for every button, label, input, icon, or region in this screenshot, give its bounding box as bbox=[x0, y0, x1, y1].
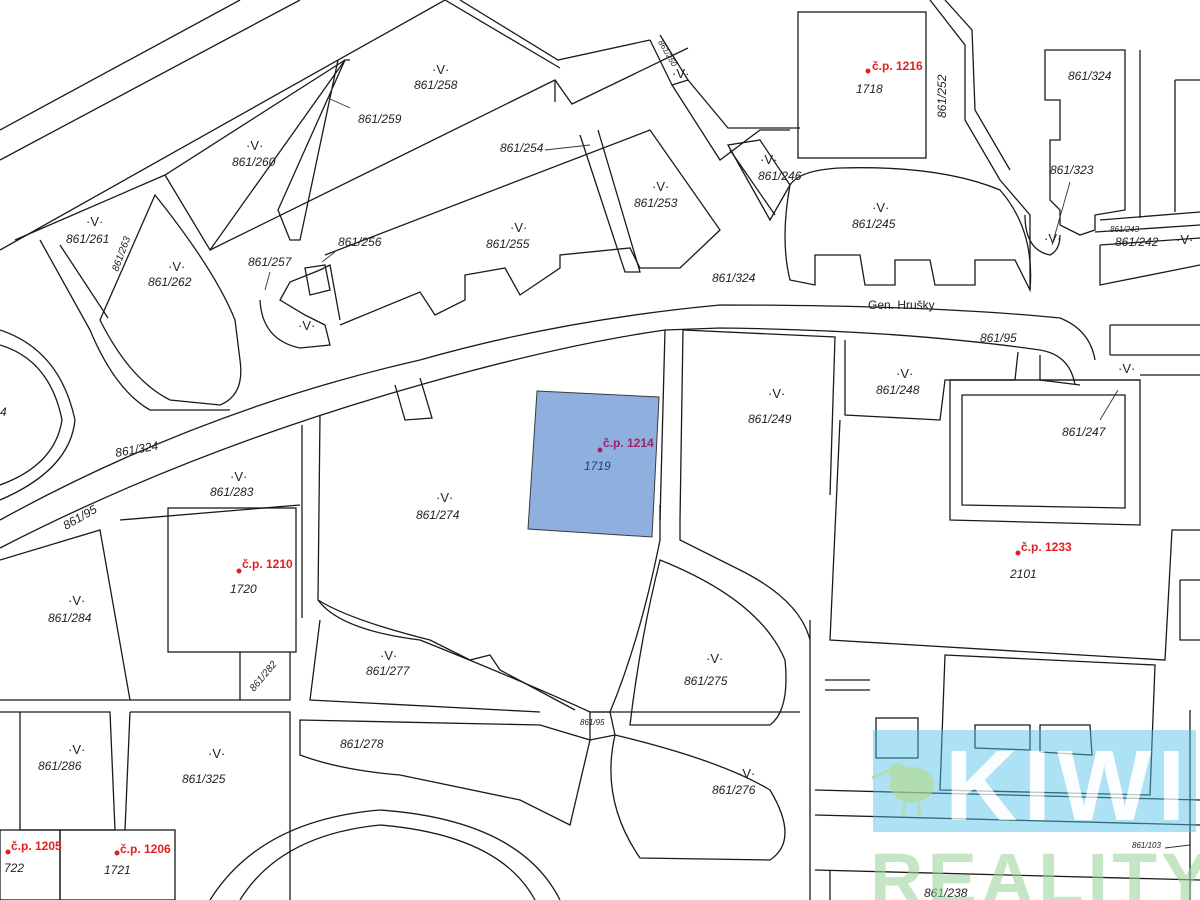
v-mark-p284: ·V· bbox=[68, 593, 85, 608]
v-mark-extra-3: ·V· bbox=[672, 66, 689, 81]
v-mark-extra-2: ·V· bbox=[1118, 361, 1135, 376]
parcel-lines-center bbox=[0, 329, 1200, 900]
building-cp-b1216: č.p. 1216 bbox=[872, 59, 923, 73]
building-number-b1206: 1721 bbox=[104, 863, 131, 877]
building-cp-b1233: č.p. 1233 bbox=[1021, 540, 1072, 554]
parcel-label-p278: 861/278 bbox=[340, 737, 384, 751]
v-marks: ·V· ·V· ·V· ·V· ·V· ·V· ·V· ·V· ·V· ·V· ·V· ·V· ·V· ·… bbox=[68, 62, 1193, 781]
v-mark-p276: ·V· bbox=[738, 766, 755, 781]
highlighted-building-1719[interactable] bbox=[527, 390, 660, 538]
main-road bbox=[0, 304, 1200, 549]
parcel-label-p324b: 861/324 bbox=[712, 271, 756, 285]
v-mark-p261: ·V· bbox=[86, 214, 103, 229]
building-dot-b1216 bbox=[865, 68, 871, 74]
parcel-label-p252: 861/252 bbox=[935, 74, 949, 118]
parcel-label-p242: 861/242 bbox=[1115, 235, 1159, 249]
parcel-label-p249: 861/249 bbox=[748, 412, 792, 426]
parcel-label-p258: 861/258 bbox=[414, 78, 458, 92]
v-mark-p277: ·V· bbox=[380, 648, 397, 663]
parcel-label-p247: 861/247 bbox=[1062, 425, 1107, 439]
v-mark-p283: ·V· bbox=[230, 469, 247, 484]
parcel-label-p95a: 861/95 bbox=[980, 331, 1017, 345]
parcel-label-p256: 861/256 bbox=[338, 235, 382, 249]
parcel-label-p277: 861/277 bbox=[366, 664, 411, 678]
leader-arrows bbox=[264, 97, 1191, 849]
building-cp-b1210: č.p. 1210 bbox=[242, 557, 293, 571]
v-mark-p255: ·V· bbox=[510, 220, 527, 235]
building-number-b1216: 1718 bbox=[856, 82, 883, 96]
watermark-line1: KIWI bbox=[945, 730, 1191, 842]
parcel-label-p323: 861/323 bbox=[1050, 163, 1094, 177]
parcel-label-p283: 861/283 bbox=[210, 485, 254, 499]
v-mark-p248: ·V· bbox=[896, 366, 913, 381]
v-mark-extra-0: ·V· bbox=[298, 318, 315, 333]
v-mark-p262: ·V· bbox=[168, 259, 185, 274]
v-mark-p253: ·V· bbox=[652, 179, 669, 194]
parcel-label-p284: 861/284 bbox=[48, 611, 92, 625]
building-cp-b1214: č.p. 1214 bbox=[603, 436, 654, 450]
building-dot-b1210 bbox=[236, 568, 242, 574]
v-mark-p249: ·V· bbox=[768, 386, 785, 401]
building-dot-b1233 bbox=[1015, 550, 1021, 556]
v-mark-p242: ·V· bbox=[1176, 232, 1193, 247]
v-mark-p325: ·V· bbox=[208, 746, 225, 761]
street-name-label: Gen. Hrušky bbox=[868, 298, 935, 312]
building-cp-b1205: č.p. 1205 bbox=[11, 839, 62, 853]
building-dot-b1206 bbox=[114, 850, 120, 856]
building-number-b1205: 722 bbox=[4, 861, 24, 875]
parcel-label-p276: 861/276 bbox=[712, 783, 756, 797]
parcel-label-p275: 861/275 bbox=[684, 674, 728, 688]
v-mark-p275: ·V· bbox=[706, 651, 723, 666]
parcel-label-p325: 861/325 bbox=[182, 772, 226, 786]
v-mark-p245: ·V· bbox=[872, 200, 889, 215]
building-number-b1214: 1719 bbox=[584, 459, 611, 473]
v-mark-p246: ·V· bbox=[760, 152, 777, 167]
building-labels: č.p. 1216 1718 č.p. 1214 1719 č.p. 1210 1720 č… bbox=[4, 59, 1072, 877]
parcel-label-p274: 861/274 bbox=[416, 508, 460, 522]
parcel-label-p261: 861/261 bbox=[66, 232, 109, 246]
v-mark-extra-1: ·V· bbox=[1044, 231, 1061, 246]
watermark: KIWI REALITY bbox=[870, 730, 1200, 900]
parcel-label-p260: 861/260 bbox=[232, 155, 276, 169]
kiwi-bird-icon bbox=[871, 763, 934, 816]
parcel-label-p95c: 861/95 bbox=[580, 718, 605, 727]
parcel-label-p254: 861/254 bbox=[500, 141, 544, 155]
parcel-label-p4: 4 bbox=[0, 405, 7, 419]
parcel-label-p257: 861/257 bbox=[248, 255, 293, 269]
building-number-b1233: 2101 bbox=[1009, 567, 1037, 581]
parcel-label-p286: 861/286 bbox=[38, 759, 82, 773]
parcel-label-p248: 861/248 bbox=[876, 383, 920, 397]
parcel-label-p255: 861/255 bbox=[486, 237, 530, 251]
parcel-lines bbox=[0, 0, 721, 501]
v-mark-p286: ·V· bbox=[68, 742, 85, 757]
parcel-label-p253: 861/253 bbox=[634, 196, 678, 210]
parcel-label-p243: 861/243 bbox=[1110, 225, 1139, 234]
watermark-line2: REALITY bbox=[870, 838, 1200, 900]
parcel-label-p246: 861/246 bbox=[758, 169, 802, 183]
building-dot-b1214 bbox=[597, 447, 603, 453]
v-mark-p260: ·V· bbox=[246, 138, 263, 153]
building-dot-b1205 bbox=[5, 849, 11, 855]
building-number-b1210: 1720 bbox=[230, 582, 257, 596]
parcel-label-p245: 861/245 bbox=[852, 217, 896, 231]
parcel-label-p238: 861/238 bbox=[924, 886, 968, 900]
building-cp-b1206: č.p. 1206 bbox=[120, 842, 171, 856]
v-mark-p258: ·V· bbox=[432, 62, 449, 77]
parcel-lines-top-right bbox=[649, 0, 1200, 293]
parcel-label-p324a: 861/324 bbox=[1068, 69, 1112, 83]
parcel-label-p103: 861/103 bbox=[1132, 841, 1161, 850]
parcel-label-p262: 861/262 bbox=[148, 275, 192, 289]
parcel-label-p259: 861/259 bbox=[358, 112, 402, 126]
v-mark-p274: ·V· bbox=[436, 490, 453, 505]
